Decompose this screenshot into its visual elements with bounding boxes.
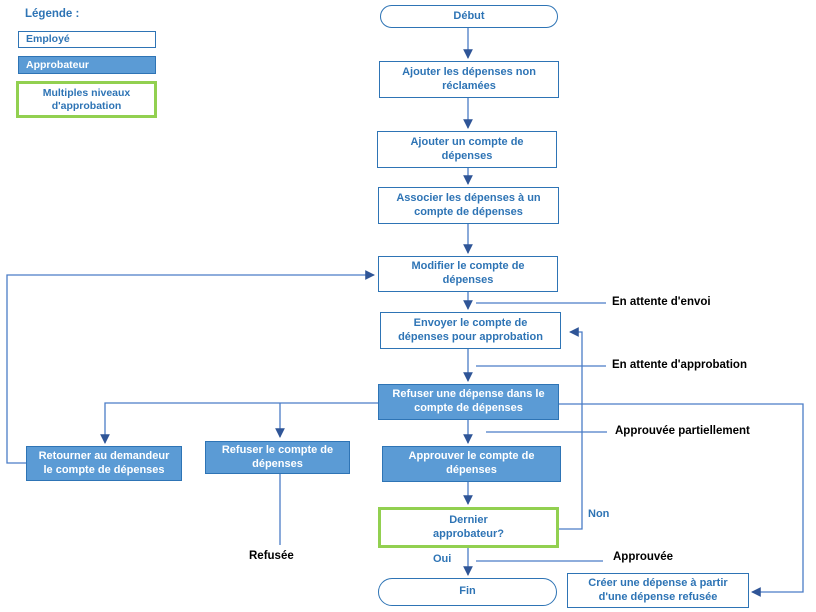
- node-retourner-demandeur: Retourner au demandeur le compte de dépe…: [26, 446, 182, 481]
- node-envoyer-compte: Envoyer le compte de dépenses pour appro…: [380, 312, 561, 349]
- loop-retourner-to-modifier: [6, 270, 375, 464]
- node-ajouter-depenses-non-reclamees: Ajouter les dépenses non réclamées: [379, 61, 559, 98]
- legend-title: Légende :: [25, 8, 80, 20]
- legend-item-approbateur: Approbateur: [18, 56, 156, 74]
- node-debut: Début: [380, 5, 558, 28]
- legend-item-employe: Employé: [18, 31, 156, 48]
- label-refusee: Refusée: [249, 550, 294, 562]
- label-oui: Oui: [433, 553, 452, 565]
- node-fin: Fin: [378, 578, 557, 606]
- arrow-refuser-depense-to-creer-depense: [559, 403, 804, 597]
- label-approuvee: Approuvée: [613, 551, 674, 563]
- label-approuvee-partiellement: Approuvée partiellement: [615, 425, 750, 437]
- label-en-attente-envoi: En attente d'envoi: [612, 296, 711, 308]
- legend-item-multiples-niveaux: Multiples niveaux d'approbation: [16, 81, 157, 118]
- node-refuser-compte: Refuser le compte de dépenses: [205, 441, 350, 474]
- node-creer-depense-refusee: Créer une dépense à partir d'une dépense…: [567, 573, 749, 608]
- arrow-refuser-depense-to-retourner: [100, 402, 378, 444]
- node-refuser-depense: Refuser une dépense dans le compte de dé…: [378, 384, 559, 420]
- node-modifier-compte: Modifier le compte de dépenses: [378, 256, 558, 292]
- loop-non-to-envoyer: [558, 327, 583, 530]
- node-associer-depenses: Associer les dépenses à un compte de dép…: [378, 187, 559, 224]
- node-dernier-approbateur: Dernier approbateur?: [378, 507, 559, 548]
- label-en-attente-approbation: En attente d'approbation: [612, 359, 747, 371]
- node-ajouter-compte-depenses: Ajouter un compte de dépenses: [377, 131, 557, 168]
- label-non: Non: [588, 508, 610, 520]
- node-approuver-compte: Approuver le compte de dépenses: [382, 446, 561, 482]
